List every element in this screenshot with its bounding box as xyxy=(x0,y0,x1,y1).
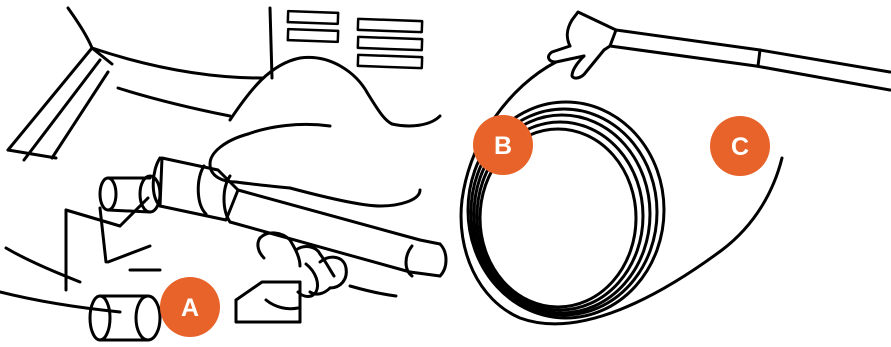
lower-connector-knob xyxy=(90,296,160,340)
callout-b: B xyxy=(473,115,533,175)
callout-b-letter: B xyxy=(494,132,512,160)
vent-slots xyxy=(288,11,422,68)
callout-a-letter: A xyxy=(181,294,199,322)
left-panel-hand-pulling-cord xyxy=(0,8,446,340)
wand-handle xyxy=(549,12,616,78)
cord-outer-loop xyxy=(461,62,782,324)
callout-a: A xyxy=(160,277,220,337)
upper-connector-knob xyxy=(100,176,160,212)
callout-c: C xyxy=(710,116,770,176)
right-panel-coiled-cord xyxy=(461,12,890,324)
callout-c-letter: C xyxy=(731,133,749,161)
machine-housing xyxy=(8,8,272,160)
wand-tube xyxy=(610,30,890,90)
